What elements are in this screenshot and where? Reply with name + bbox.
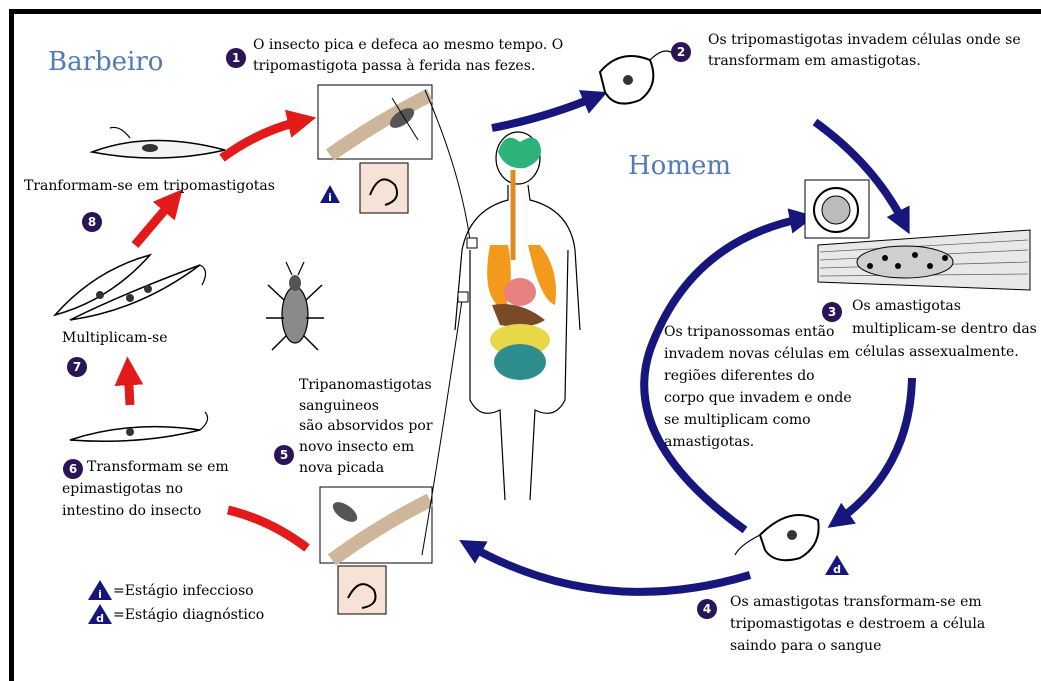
homem-title: Homem bbox=[628, 152, 731, 180]
step-badge-7: 7 bbox=[67, 357, 87, 377]
step-badge-8: 8 bbox=[82, 212, 102, 232]
trypomastigote-inset-bottom bbox=[338, 566, 386, 614]
red-arrow-7-up bbox=[128, 368, 130, 405]
infected-cell-figure bbox=[805, 180, 869, 238]
step-badge-6: 6 bbox=[63, 459, 83, 479]
step-7-text: Multiplicam-se bbox=[62, 330, 168, 347]
legend-diagnostic-label: =Estágio diagnóstico bbox=[113, 607, 264, 624]
epimastigote-figure-6 bbox=[70, 412, 208, 441]
diagnostic-stage-marker: d bbox=[825, 555, 849, 576]
human-body-figure bbox=[455, 132, 580, 500]
trypomastigote-figure-8 bbox=[92, 127, 225, 158]
svg-text:i: i bbox=[98, 588, 102, 601]
red-arrow-from-bite bbox=[228, 510, 307, 548]
svg-text:i: i bbox=[328, 191, 332, 204]
tissue-amastigotes-figure bbox=[818, 230, 1030, 290]
red-arrow-to-bite bbox=[222, 120, 305, 158]
blue-arrow-bottom-return bbox=[468, 545, 750, 592]
trypomastigote-figure-4 bbox=[735, 515, 819, 560]
trypomastigote-inset-top bbox=[360, 163, 408, 213]
epimastigotes-dividing-figure bbox=[55, 255, 206, 320]
step-badge-5: 5 bbox=[274, 445, 294, 465]
kissing-bug-figure bbox=[266, 262, 324, 350]
step-8-text: Tranformam-se em tripomastigotas bbox=[24, 178, 275, 195]
barbeiro-title: Barbeiro bbox=[48, 48, 163, 76]
legend-infective-icon: i bbox=[88, 580, 112, 601]
red-arrow-8-up bbox=[135, 198, 175, 245]
infective-stage-marker: i bbox=[320, 185, 340, 204]
step-badge-4: 4 bbox=[697, 599, 717, 619]
step-badge-3: 3 bbox=[822, 302, 842, 322]
step-badge-2: 2 bbox=[671, 42, 691, 62]
svg-text:d: d bbox=[96, 612, 104, 625]
step-badge-1: 1 bbox=[226, 48, 246, 68]
legend-diagnostic-icon: d bbox=[88, 604, 112, 625]
trypomastigote-figure-2 bbox=[600, 51, 675, 104]
blue-arrow-to-cell bbox=[492, 96, 598, 128]
legend-infective-label: =Estágio infeccioso bbox=[113, 583, 254, 600]
svg-text:d: d bbox=[833, 563, 841, 576]
